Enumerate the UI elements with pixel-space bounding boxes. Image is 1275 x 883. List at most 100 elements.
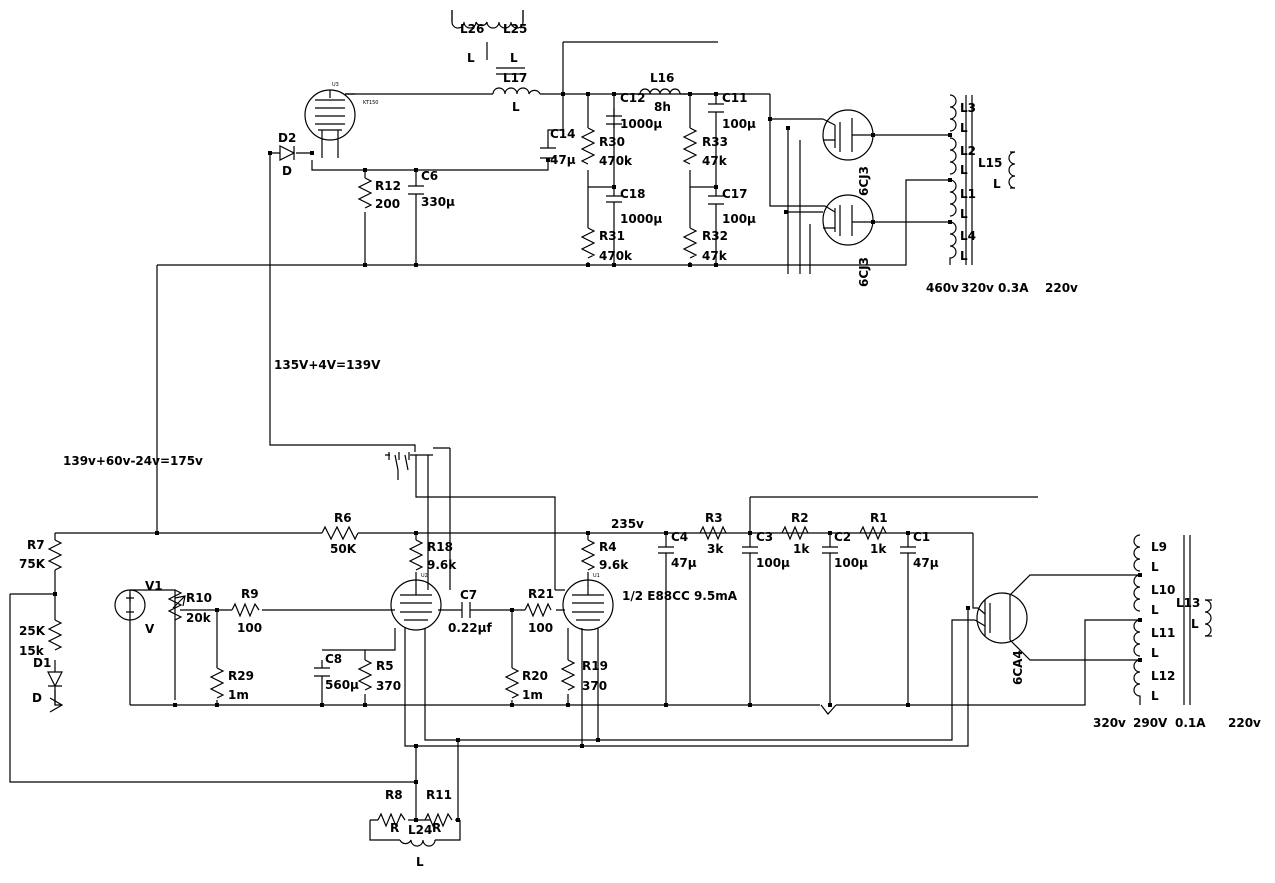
- capacitor-C17: [708, 195, 724, 205]
- resistor-R21: [524, 602, 552, 618]
- label-pot-a: 25K: [19, 624, 46, 638]
- note-upper-transformer-2: 0.3A: [998, 281, 1029, 295]
- label-C7: C7: [460, 588, 477, 602]
- capacitors: [314, 103, 916, 677]
- inductor-L9: [1133, 534, 1141, 572]
- label-C18-value: 1000µ: [620, 212, 662, 226]
- label-C11-value: 100µ: [722, 117, 756, 131]
- label-R5-value: 370: [376, 679, 401, 693]
- labels: L26 L25 L L L17 L L16 8h U3 KT150 D2 D R…: [19, 22, 1261, 869]
- label-C4-value: 47µ: [671, 556, 697, 570]
- label-C7-value: 0.22µf: [448, 621, 492, 635]
- capacitor-C11: [708, 103, 724, 113]
- label-L25-value: L: [510, 51, 518, 65]
- resistor-R4: [580, 539, 596, 571]
- label-C14: C14: [550, 127, 576, 141]
- label-L15-value: L: [993, 177, 1001, 191]
- label-6CJ3-lower: 6CJ3: [857, 257, 871, 287]
- capacitor-C2: [822, 546, 838, 554]
- capacitor-C18: [606, 195, 622, 203]
- label-C18: C18: [620, 187, 646, 201]
- label-R4-value: 9.6k: [599, 558, 629, 572]
- potentiometer-25K: [47, 619, 63, 651]
- resistor-R2: [781, 525, 809, 541]
- label-C3: C3: [756, 530, 773, 544]
- label-D2: D2: [278, 131, 296, 145]
- inductor-L13: [1204, 599, 1212, 637]
- resistors: [47, 127, 887, 828]
- label-KT150: KT150: [363, 100, 379, 106]
- label-R33: R33: [702, 135, 728, 149]
- label-R4: R4: [599, 540, 617, 554]
- tube-U2: [390, 579, 442, 631]
- inductor-L17: [492, 87, 541, 95]
- capacitor-C7: [461, 602, 471, 618]
- label-R21: R21: [528, 587, 554, 601]
- diode-D1: [47, 671, 63, 688]
- label-L16-value: 8h: [654, 100, 671, 114]
- label-R10: R10: [186, 591, 212, 605]
- resistor-R19: [560, 659, 576, 691]
- resistor-R7: [47, 539, 63, 571]
- label-R31-value: 470k: [599, 249, 633, 263]
- label-L11: L11: [1151, 626, 1175, 640]
- resistor-R32: [682, 227, 698, 259]
- note-pre-supply: 135V+4V=139V: [274, 358, 381, 372]
- inductor-L3: [949, 94, 957, 132]
- label-C1-value: 47µ: [913, 556, 939, 570]
- label-L9: L9: [1151, 540, 1167, 554]
- label-R32: R32: [702, 229, 728, 243]
- resistor-R11: [424, 812, 453, 828]
- potentiometer-R10: [167, 589, 183, 621]
- label-L11-value: L: [1151, 646, 1159, 660]
- label-R3-value: 3k: [707, 542, 724, 556]
- note-stage-voltage: 235v: [611, 517, 644, 531]
- note-input-supply: 139v+60v-24v=175v: [63, 454, 203, 468]
- note-tube-current: 1/2 E88CC 9.5mA: [622, 589, 738, 603]
- label-L24: L24: [408, 823, 432, 837]
- capacitor-C12: [606, 115, 622, 125]
- resistor-R9: [231, 602, 260, 618]
- label-C8: C8: [325, 652, 342, 666]
- label-L26: L26: [460, 22, 484, 36]
- label-L3-value: L: [960, 121, 968, 135]
- note-lower-transformer-0: 320v: [1093, 716, 1126, 730]
- inductor-L1: [949, 179, 957, 217]
- label-R9: R9: [241, 587, 259, 601]
- label-R3: R3: [705, 511, 723, 525]
- label-R8: R8: [385, 788, 403, 802]
- label-C12: C12: [620, 91, 646, 105]
- label-L12: L12: [1151, 669, 1175, 683]
- capacitor-C3: [742, 546, 758, 554]
- label-6CA4: 6CA4: [1011, 650, 1025, 685]
- label-R6: R6: [334, 511, 352, 525]
- label-L2-value: L: [960, 163, 968, 177]
- label-L9-value: L: [1151, 560, 1159, 574]
- label-C14-value: 47µ: [550, 153, 576, 167]
- label-C17-value: 100µ: [722, 212, 756, 226]
- label-L4-value: L: [960, 249, 968, 263]
- resistor-R5: [357, 659, 373, 691]
- label-D1-value: D: [32, 691, 42, 705]
- tube-6CA4: [976, 592, 1028, 644]
- label-R33-value: 47k: [702, 154, 728, 168]
- label-R9-value: 100: [237, 621, 262, 635]
- label-R30-value: 470k: [599, 154, 633, 168]
- label-L13: L13: [1176, 596, 1200, 610]
- tube-U1: [562, 579, 614, 631]
- note-upper-transformer-3: 220v: [1045, 281, 1078, 295]
- inductor-L4: [949, 221, 957, 265]
- inductor-L15: [1008, 151, 1016, 189]
- label-pot-b: 15k: [19, 644, 45, 658]
- label-R18: R18: [427, 540, 453, 554]
- label-R18-value: 9.6k: [427, 558, 457, 572]
- resistor-R30: [580, 127, 596, 165]
- label-R19: R19: [582, 659, 608, 673]
- ground-arrow-icon: [49, 686, 64, 713]
- label-L25: L25: [503, 22, 527, 36]
- inductor-L10: [1133, 574, 1141, 612]
- note-lower-transformer-2: 0.1A: [1175, 716, 1206, 730]
- label-L13-value: L: [1191, 617, 1199, 631]
- note-lower-transformer-1: 290V: [1133, 716, 1168, 730]
